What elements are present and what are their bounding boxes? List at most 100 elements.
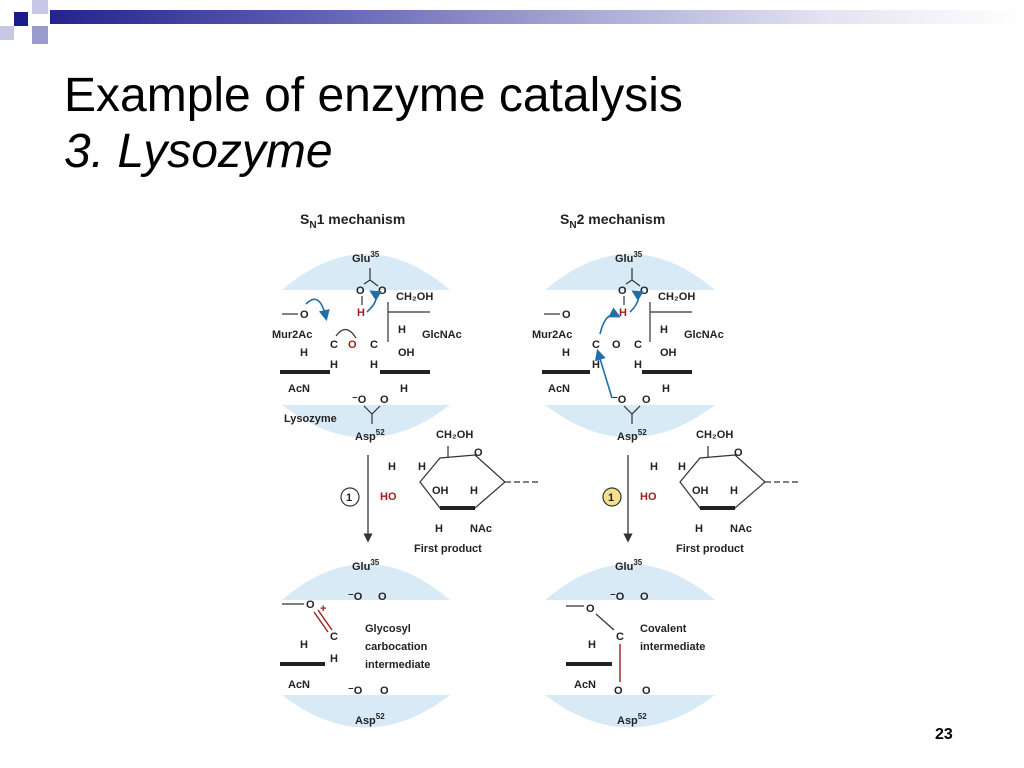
first-product-label: First product [676,543,744,555]
sn2-heading: SN2 mechanism [560,211,665,231]
ring-oxygen: O [306,599,315,611]
mur2ac-label: Mur2Ac [272,329,312,341]
acn-label: AcN [288,383,310,395]
h-label: H [330,359,338,371]
intermediate-label-3: intermediate [365,659,430,671]
glu-oxygen-1: ⁻O [610,591,625,603]
asp-oxygen-1: ⁻O [352,394,367,406]
nucleophilic-attack-arrow [594,348,613,399]
asp52-label: Asp52 [355,428,385,443]
intermediate-label-1: Covalent [640,623,687,635]
slide-number: 23 [935,726,953,743]
acn-label: AcN [288,679,310,691]
h-label: H [562,347,570,359]
nac-label: NAc [730,523,752,535]
intermediate-label-2: carbocation [365,641,428,653]
oh-label: OH [432,485,449,497]
ch2oh-label: CH₂OH [696,429,733,441]
asp-oxygen-1: ⁻O [348,685,363,697]
asp-oxygen-2: O [642,394,651,406]
h-label: H [662,383,670,395]
asp-oxygen-2: O [380,394,389,406]
glu-oxygen-2: O [640,285,649,297]
glu-oxygen-1: O [618,285,627,297]
c1-carbon: C [592,339,600,351]
enzyme-lobe-top-2 [545,564,715,600]
enzyme-lobe-top-2 [282,564,450,600]
h-label: H [634,359,642,371]
glycosidic-oxygen: O [612,339,621,351]
asp-oxygen-2: O [642,685,651,697]
lone-pair-arrow [305,298,330,322]
h-label: H [592,359,600,371]
enzyme-lobe-bottom [282,405,450,438]
slide-title: Example of enzyme catalysis 3. Lysozyme [64,68,683,180]
anomeric-carbon: C [616,631,624,643]
h-label: H [370,359,378,371]
step-1-label: 1 [608,492,614,504]
enzyme-lobe-bottom [545,405,715,438]
sn1-panel: SN1 mechanism Glu35 O O H CH₂OH H GlcNAc… [272,211,462,728]
nac-label: NAc [470,523,492,535]
ring-oxygen: O [474,447,483,459]
glu-oxygen-2: O [640,591,649,603]
intermediate-label-2: intermediate [640,641,705,653]
glu-oxygen-2: O [378,285,387,297]
c4-carbon: C [370,339,378,351]
oh-label: OH [692,485,709,497]
h-label: H [588,639,596,651]
ch2oh-label: CH₂OH [436,429,473,441]
glu35-label: Glu35 [615,250,643,265]
glycosidic-oxygen: O [348,339,357,351]
h-label: H [678,461,686,473]
enzyme-lobe-top [282,254,450,290]
h-label: H [435,523,443,535]
carbocation-carbon: C [330,631,338,643]
h-label: H [388,461,396,473]
asp-oxygen-1: O [614,685,623,697]
h-label: H [418,461,426,473]
h-label: H [300,347,308,359]
enzyme-lobe-top [545,254,715,290]
glu-oxygen-2: O [378,591,387,603]
h-label: H [650,461,658,473]
glu-oxygen-1: O [356,285,365,297]
glu35-label: Glu35 [352,558,380,573]
ho-label: HO [640,491,657,503]
intermediate-label-1: Glycosyl [365,623,411,635]
oh-label: OH [398,347,415,359]
glu35-label: Glu35 [352,250,380,265]
acn-label: AcN [548,383,570,395]
ring-oxygen: O [586,603,595,615]
h-label: H [300,639,308,651]
first-product-label: First product [414,543,482,555]
asp52-label: Asp52 [617,712,647,727]
first-product-left: CH₂OH O H H HO OH H H NAc First product [380,429,540,555]
enzyme-lobe-bottom-2 [545,695,715,728]
bond-break-arrow [599,307,621,335]
ring-oxygen: O [734,447,743,459]
step-1-badge [602,487,622,507]
proton-transfer-arrow [366,290,382,313]
title-line-1: Example of enzyme catalysis [64,69,683,122]
sn2-panel: SN2 mechanism Glu35 O O H CH₂OH H GlcNAc… [532,211,724,728]
glu35-label: Glu35 [615,558,643,573]
enzyme-lobe-bottom-2 [282,695,450,728]
c4-carbon: C [634,339,642,351]
ho-label: HO [380,491,397,503]
bond-break-arrow [335,328,357,339]
acidic-hydrogen: H [357,307,365,319]
h-label: H [695,523,703,535]
acidic-hydrogen: H [619,307,627,319]
carbocation-charge: + [320,603,326,615]
glcnac-label: GlcNAc [684,329,724,341]
asp-oxygen-2: O [380,685,389,697]
h-label: H [400,383,408,395]
h-label: H [660,324,668,336]
h-label: H [470,485,478,497]
mur2ac-oxygen: O [562,309,571,321]
glcnac-label: GlcNAc [422,329,462,341]
first-product-right: CH₂OH O H H HO OH H H NAc First product [640,429,800,555]
mur2ac-oxygen: O [300,309,309,321]
proton-transfer-arrow [629,290,644,313]
